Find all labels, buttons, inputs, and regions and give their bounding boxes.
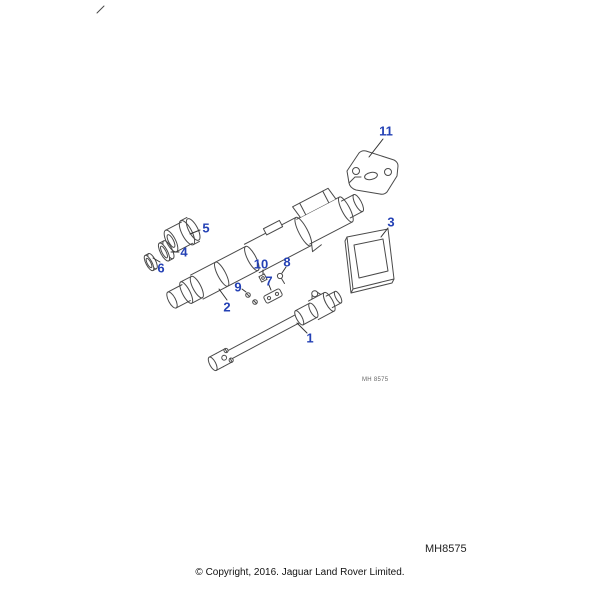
callout-7[interactable]: 7 [265, 273, 273, 289]
part-spacer [258, 273, 268, 283]
callout-5[interactable]: 5 [202, 220, 210, 236]
callout-3[interactable]: 3 [387, 214, 395, 230]
part-column-tube [166, 187, 364, 309]
callout-1[interactable]: 1 [306, 330, 314, 346]
page-corner-mark [96, 5, 105, 14]
part-ring [157, 240, 175, 262]
part-packing-plate [344, 228, 395, 294]
callout-10[interactable]: 10 [253, 256, 269, 272]
part-screws [245, 292, 258, 305]
callout-2[interactable]: 2 [223, 299, 231, 315]
diagram-code: MH8575 [425, 543, 467, 555]
part-clamp-plate [263, 288, 283, 304]
callout-6[interactable]: 6 [157, 260, 165, 276]
callout-9[interactable]: 9 [234, 279, 242, 295]
part-seal-ring [143, 252, 158, 272]
leader-lines [152, 138, 389, 334]
callout-4[interactable]: 4 [180, 244, 188, 260]
part-bolt [276, 272, 285, 284]
part-lower-shaft [207, 290, 343, 372]
plate-ref: MH 8575 [362, 377, 389, 383]
copyright-text: © Copyright, 2016. Jaguar Land Rover Lim… [195, 567, 405, 578]
part-mounting-bracket [346, 150, 399, 195]
callout-8[interactable]: 8 [283, 254, 291, 270]
callout-11[interactable]: 11 [379, 123, 393, 139]
